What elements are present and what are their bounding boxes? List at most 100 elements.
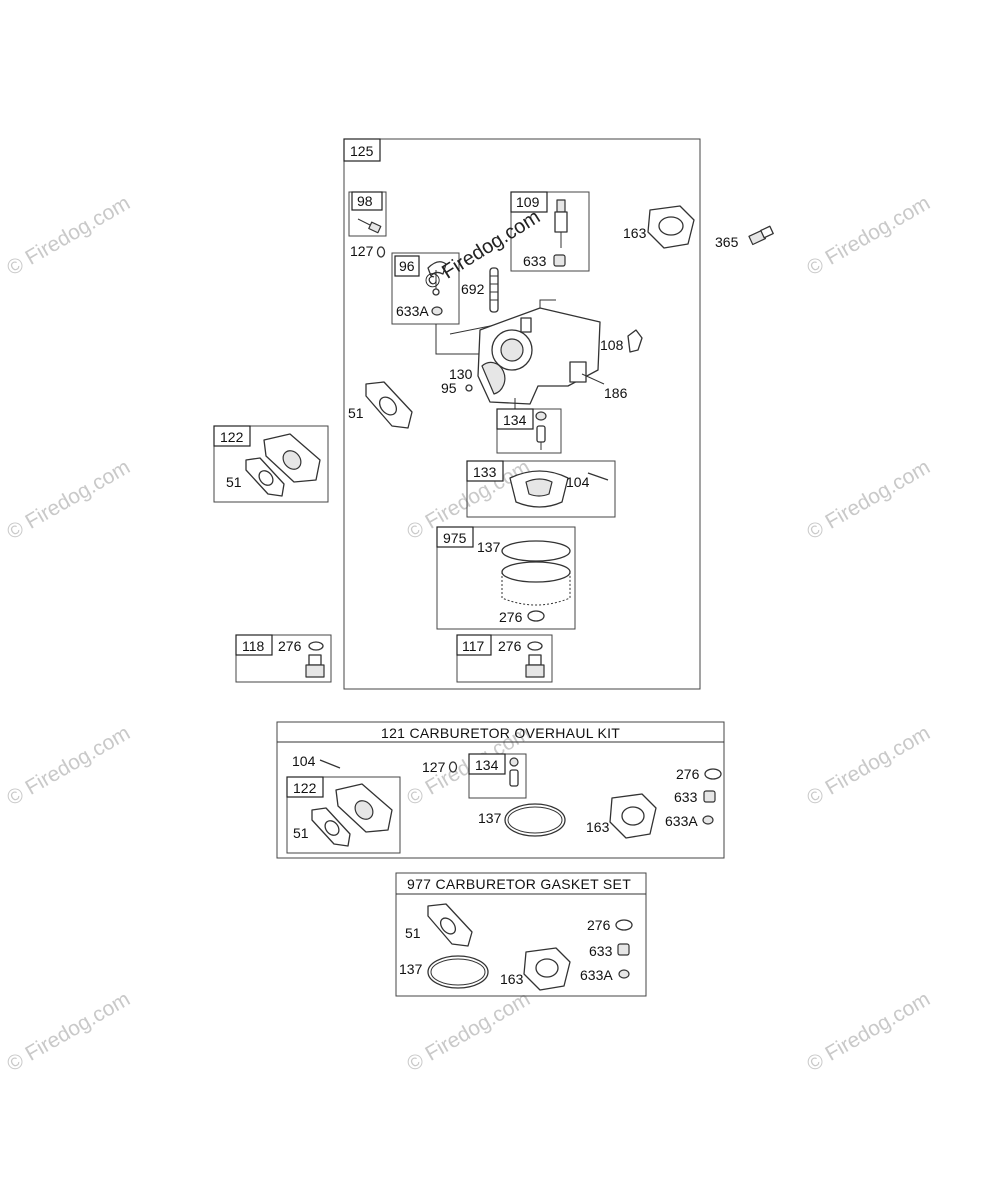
hinge-pin-part: [319, 759, 341, 769]
watermark: © Firedog.com: [403, 987, 534, 1076]
watermark: © Firedog.com: [803, 721, 934, 810]
part-130: 130: [449, 366, 473, 382]
watermark: © Firedog.com: [3, 455, 134, 544]
part-137: 137: [478, 810, 502, 826]
watermark: © Firedog.com: [3, 191, 134, 280]
subassembly-tag-box: [235, 634, 273, 656]
bowl-gasket-part: [427, 955, 489, 989]
bowl-nut-part: [305, 654, 325, 678]
subassembly-tag-133: 133: [473, 464, 497, 480]
part-104: 104: [292, 753, 316, 769]
bowl-gasket-inner: [507, 806, 563, 834]
subassembly-122-frame: [213, 425, 329, 503]
float-part: [509, 470, 569, 508]
part-95: 95: [441, 380, 457, 396]
subassembly-975-frame: [436, 526, 576, 630]
fitting-part: [748, 225, 774, 246]
subassembly-tag-122: 122: [293, 780, 317, 796]
carburetor-body: [435, 299, 601, 410]
part-127: 127: [350, 243, 374, 259]
gasket-hole: [439, 917, 457, 935]
subassembly-tag-96: 96: [399, 258, 415, 274]
needle-valve-part: [535, 411, 547, 450]
part-137: 137: [399, 961, 423, 977]
washer-part: [704, 768, 722, 780]
seal-part: [617, 943, 630, 956]
leader-line: [581, 373, 605, 385]
gasket-hole: [258, 470, 274, 486]
subassembly-tag-98: 98: [357, 193, 373, 209]
seal-part: [553, 254, 566, 267]
subassembly-tag-box: [213, 425, 251, 447]
watermark: © Firedog.com: [3, 721, 134, 810]
part-276: 276: [499, 609, 523, 625]
spacer-hole: [282, 450, 302, 470]
washer-part: [527, 641, 543, 651]
subassembly-tag-box: [510, 191, 548, 213]
subassembly-tag-117: 117: [462, 638, 485, 654]
subassembly-tag-134: 134: [503, 412, 527, 428]
subassembly-tag-975: 975: [443, 530, 467, 546]
seal-part: [703, 790, 716, 803]
part-633: 633: [589, 943, 613, 959]
part-276: 276: [676, 766, 700, 782]
subassembly-118-frame: [235, 634, 332, 683]
spring-part: [489, 267, 499, 313]
subassembly-tag-box: [496, 408, 534, 430]
gasket-hole: [324, 820, 340, 836]
subassembly-tag-box: [436, 526, 474, 548]
gasket-set-frame: [395, 872, 647, 997]
subassembly-109-frame: [510, 191, 590, 272]
part-276: 276: [587, 917, 611, 933]
subassembly-122-frame: [286, 776, 401, 854]
screw-part: [465, 384, 473, 392]
part-186: 186: [604, 385, 628, 401]
part-51: 51: [348, 405, 364, 421]
part-51: 51: [293, 825, 309, 841]
subassembly-117-frame: [456, 634, 553, 683]
bowl-gasket-inner: [430, 958, 486, 986]
main-assembly-frame: [343, 138, 701, 690]
assembly-tag-box: [343, 138, 381, 162]
gasket-hole: [658, 216, 684, 236]
gasket-set-977: 977 CARBURETOR GASKET SET 51 137 163 276…: [395, 872, 647, 997]
o-ring-part: [376, 246, 386, 258]
assembly-tag-125: 125: [350, 143, 374, 159]
plate-part: [627, 329, 643, 353]
subassembly-tag-118: 118: [242, 638, 265, 654]
overhaul-kit-121: 121 CARBURETOR OVERHAUL KIT 104 127 134 …: [276, 721, 725, 859]
part-633a: 633A: [580, 967, 613, 983]
part-276: 276: [498, 638, 522, 654]
part-633a: 633A: [396, 303, 429, 319]
part-51: 51: [226, 474, 242, 490]
seal-part: [618, 969, 630, 979]
subassembly-tag-box: [468, 753, 506, 775]
part-633a: 633A: [665, 813, 698, 829]
overhaul-kit-title: 121 CARBURETOR OVERHAUL KIT: [381, 725, 620, 741]
part-276: 276: [278, 638, 302, 654]
seal-part: [431, 306, 443, 316]
float-bowl-part: [501, 540, 571, 606]
part-633: 633: [523, 253, 547, 269]
subassembly-133-frame: [466, 460, 616, 518]
needle-valve-part: [509, 757, 519, 787]
washer-part: [527, 610, 545, 622]
part-633: 633: [674, 789, 698, 805]
overhaul-kit-frame: [276, 721, 725, 859]
watermark: © Firedog.com: [803, 455, 934, 544]
subassembly-96-frame: [391, 252, 460, 325]
subassembly-tag-box: [351, 191, 383, 211]
subassembly-tag-box: [456, 634, 492, 656]
throttle-shaft-part: [427, 261, 447, 296]
subassembly-tag-box: [466, 460, 504, 482]
watermark: © Firedog.com: [803, 191, 934, 280]
part-127: 127: [422, 759, 446, 775]
gasket-hole: [378, 396, 398, 416]
watermark: © Firedog.com: [803, 987, 934, 1076]
part-365: 365: [715, 234, 739, 250]
gasket-hole: [621, 806, 645, 826]
washer-part: [615, 919, 633, 931]
subassembly-tag-box: [394, 255, 420, 277]
part-137: 137: [477, 539, 501, 555]
